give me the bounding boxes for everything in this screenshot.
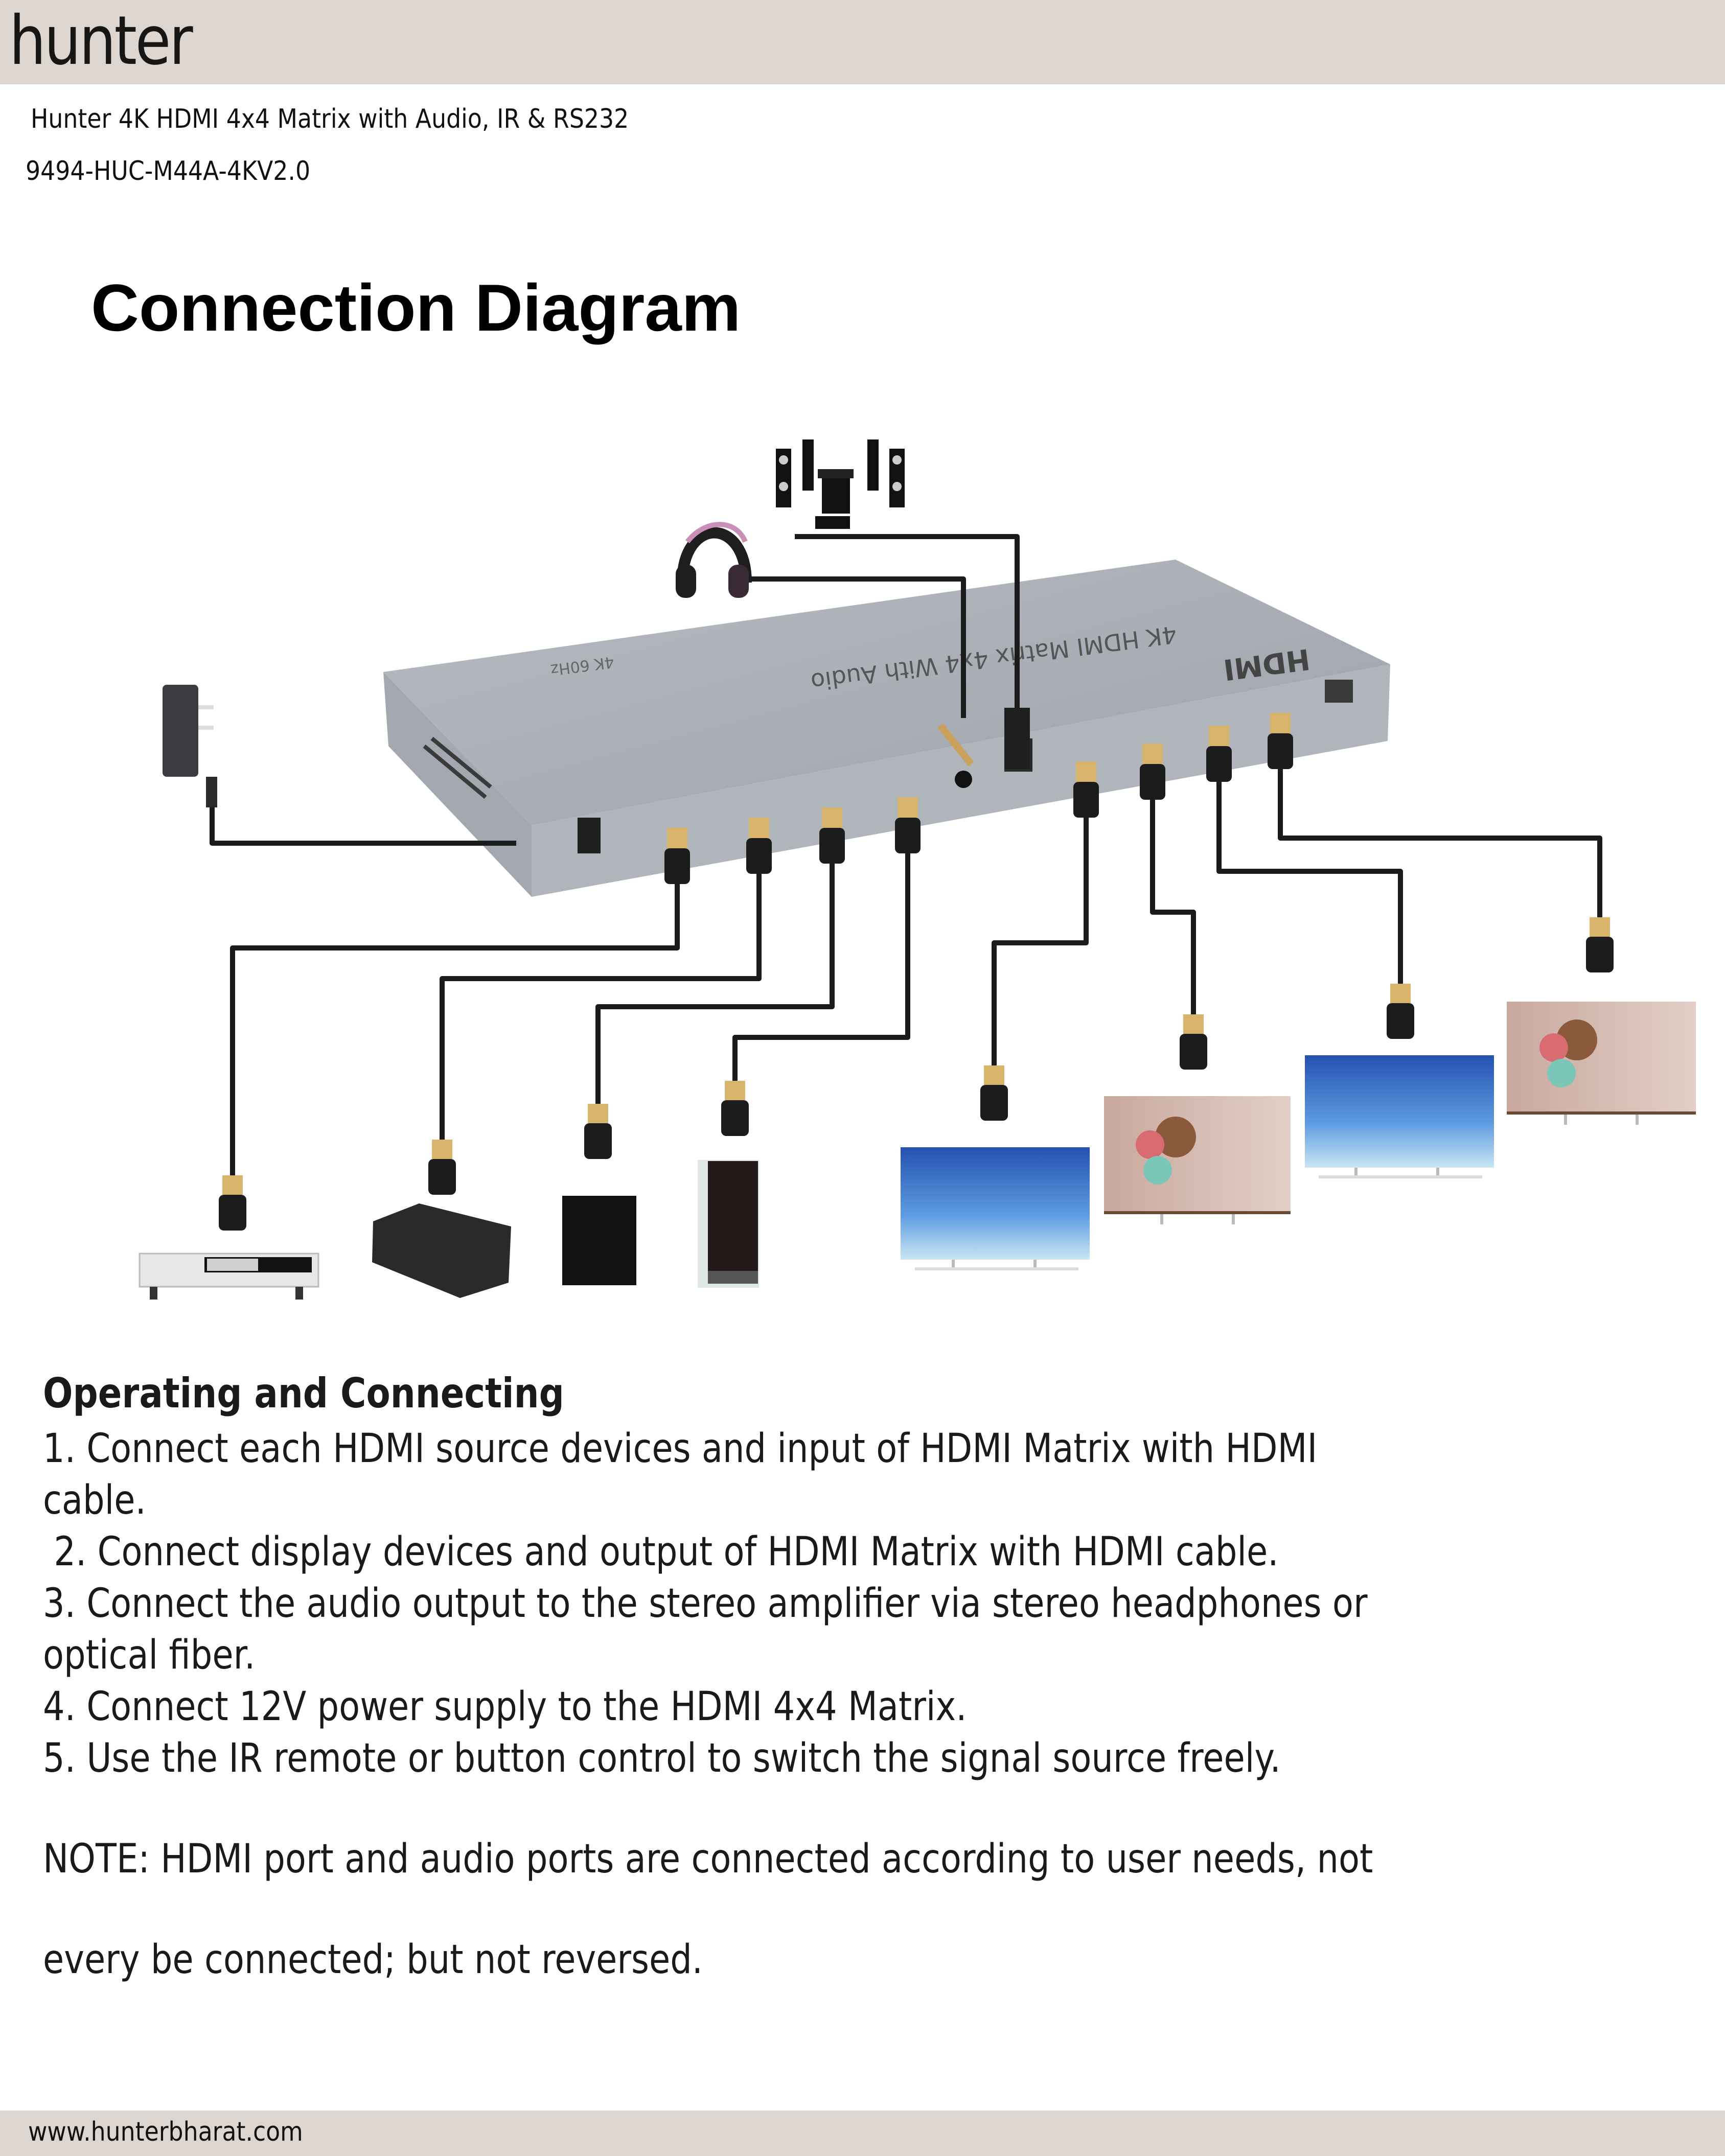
output-cable-1 [992,802,1089,1068]
display-tv-4-icon [1507,1002,1696,1125]
instruction-line: 4. Connect 12V power supply to the HDMI … [43,1684,967,1730]
hdmi-output-connectors [1073,713,1293,818]
display-tv-2-icon [1104,1096,1291,1224]
hdmi-connector-icon [664,828,690,884]
product-code: 9494-HUC-M44A-4KV2.0 [26,156,311,187]
input-cable-3 [595,859,835,1109]
instruction-line: 2. Connect display devices and output of… [43,1529,1279,1575]
output-cable-3 [1216,767,1403,986]
vent-grille [423,736,492,799]
footer-bar: www.hunterbharat.com [0,2111,1725,2156]
power-adapter-icon [163,685,217,807]
operating-instructions: Operating and Connecting 1. Connect each… [43,1370,1653,1784]
hdmi-connector-icon [1268,713,1293,769]
connection-diagram: 4K HDMI Matrix 4x4 With Audio 4K 60Hz HD… [139,439,1696,1300]
instruction-line: cable. [43,1477,146,1523]
matrix-top-face [383,560,1390,825]
audio-plug-icon [937,723,974,767]
desktop-pc-icon [698,1160,759,1288]
hdmi-connector-icon [980,1065,1008,1121]
instruction-line: 1. Connect each HDMI source devices and … [43,1426,1318,1472]
hdmi-matrix-device: 4K HDMI Matrix 4x4 With Audio 4K 60Hz HD… [383,560,1390,897]
game-console-icon [562,1196,636,1285]
section-title: Operating and Connecting [43,1370,564,1417]
dvd-player-icon [139,1253,319,1300]
display-connectors [980,917,1614,1121]
hdmi-connector-icon [746,818,772,874]
instruction-line: optical fiber. [43,1632,256,1678]
hdmi-connector-icon [895,797,921,853]
hdmi-connector-icon [428,1140,456,1195]
hdmi-connector-icon [584,1104,612,1159]
audio-out-jack [955,771,972,788]
product-title: Hunter 4K HDMI 4x4 Matrix with Audio, IR… [31,104,629,134]
set-top-box-icon [372,1203,511,1298]
input-cable-4 [732,848,910,1083]
hdmi-connector-icon [1586,917,1614,972]
brand-logo: hunter [9,2,193,80]
display-tv-1-icon [901,1147,1090,1270]
input-cable-2 [440,869,762,1145]
hdmi-connector-icon [1180,1014,1207,1070]
note-line: NOTE: HDMI port and audio ports are conn… [43,1836,1373,1882]
cables [210,534,1602,1180]
hdmi-connector-icon [1206,726,1232,782]
hdmi-input-connectors [664,797,921,884]
headphones-icon [676,522,752,598]
input-cable-1 [230,879,680,1180]
home-theater-speakers-icon [776,439,905,529]
output-cable-4 [1278,751,1602,920]
instruction-line: 3. Connect the audio output to the stere… [43,1581,1368,1627]
ir-port [1325,680,1353,703]
hdmi-connector-icon [1140,744,1165,800]
source-connectors [219,1081,749,1231]
page-title: Connection Diagram [91,270,741,345]
website-link[interactable]: www.hunterbharat.com [28,2117,303,2147]
note-line: every be connected; but not reversed. [43,1937,703,1983]
headphone-cable [744,576,966,718]
header-bar: hunter [0,0,1725,84]
dc-power-port [578,818,601,853]
hdmi-connector-icon [721,1081,749,1136]
hdmi-connector-icon [819,807,845,864]
hdmi-connector-icon [219,1175,246,1231]
optical-plug-icon [1004,708,1030,769]
output-cable-2 [1150,784,1196,1017]
hdmi-connector-icon [1387,984,1414,1039]
hdmi-connector-icon [1073,761,1099,818]
note: NOTE: HDMI port and audio ports are conn… [43,1809,1373,2010]
optical-cable [795,534,1020,715]
display-tv-3-icon [1305,1055,1494,1178]
instruction-line: 5. Use the IR remote or button control t… [43,1735,1281,1781]
